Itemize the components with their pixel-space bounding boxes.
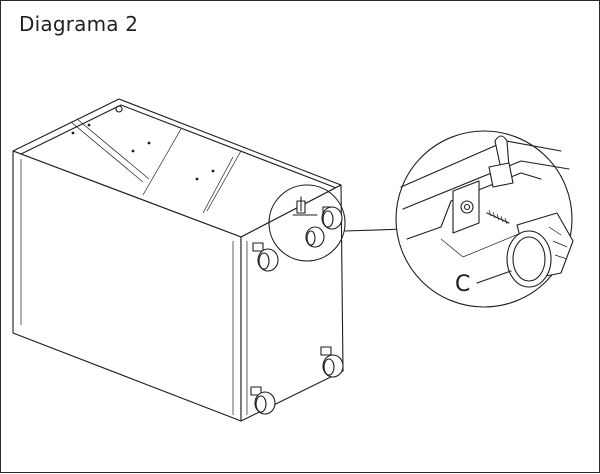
caster-front-bottom-left	[250, 386, 276, 415]
part-label-c: C	[455, 272, 471, 297]
detail-zoom	[395, 130, 574, 308]
bracket-hole	[460, 200, 474, 214]
cabinet-body	[12, 98, 344, 422]
diagram-title: Diagrama 2	[19, 12, 139, 36]
detail-marker-circle	[268, 184, 346, 262]
callout-leader-line	[344, 228, 406, 232]
detail-marker-content	[292, 196, 318, 216]
top-panel-seam-1b	[70, 121, 144, 183]
caster-front-top-left	[252, 242, 279, 272]
mount-bracket	[452, 180, 480, 234]
top-screw-hole	[115, 105, 123, 113]
label-c-pointer	[476, 270, 512, 284]
caster-wheel-detail	[506, 212, 574, 288]
caster-front-bottom-right	[320, 346, 344, 378]
caster-front-top-right	[305, 206, 343, 248]
top-panel-seam-1	[76, 118, 150, 180]
